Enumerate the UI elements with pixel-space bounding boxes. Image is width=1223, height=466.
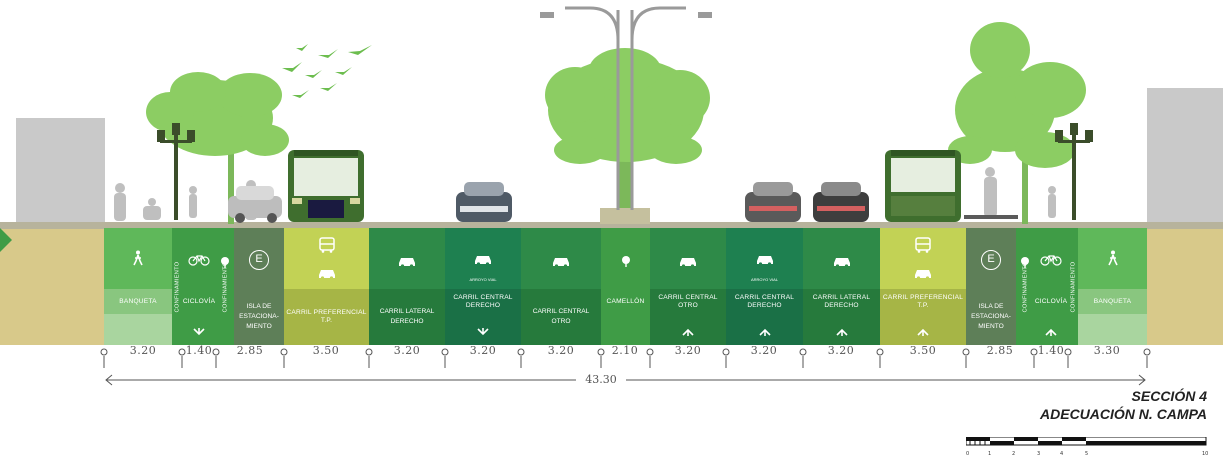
width-central-right-2: 3.20 — [750, 344, 778, 357]
lamp-post-left-icon — [157, 123, 195, 220]
bus-right-icon — [885, 150, 961, 222]
width-carril-tp-right: 3.50 — [909, 344, 937, 357]
car-icon — [833, 258, 850, 268]
width-carril-tp-left: 3.50 — [312, 344, 340, 357]
car-icon — [680, 258, 696, 268]
car-icon — [915, 270, 931, 280]
section-title: SECCIÓN 4 — [1131, 388, 1207, 404]
width-central-left-1: 3.20 — [469, 344, 497, 357]
scale-label-4: 4 — [1060, 451, 1064, 457]
lane-lateral-left: CARRIL LATERAL DERECHO — [369, 228, 445, 345]
lane-banqueta-left: BANQUETA — [104, 228, 172, 345]
width-ciclovia-right: 1.40 — [1037, 344, 1065, 357]
bus-icon — [915, 237, 931, 253]
bicycle-icon — [188, 255, 210, 266]
width-central-right-1: 3.20 — [674, 344, 702, 357]
scale-label-0: 0 — [966, 451, 970, 457]
scale-label-5: 5 — [1085, 451, 1089, 457]
lane-isla-left: ISLA DE ESTACIONA- MIENTO E — [234, 228, 284, 345]
arrow-down-icon — [477, 328, 489, 336]
confinamiento-right-1: CONFINAMIENTO — [1016, 228, 1034, 345]
tree-left-icon — [146, 72, 289, 224]
section-subtitle: ADECUACIÓN N. CAMPA — [1040, 406, 1207, 422]
bench-right-icon — [964, 215, 1018, 219]
confinamiento-left-1: CONFINAMIENTO — [172, 228, 182, 345]
width-banqueta-left: 3.20 — [129, 344, 157, 357]
road-surface — [0, 222, 1223, 229]
car-lateral-right-icon — [813, 182, 869, 222]
pedestrian-right-icon — [984, 167, 1056, 218]
tree-small-icon — [621, 256, 630, 267]
arroyo-vial-label: ARROYO VIAL — [750, 277, 779, 282]
lane-central-right-2: CARRIL CENTRAL DERECHO ARROYO VIAL — [726, 228, 803, 345]
tree-small-icon — [1021, 257, 1029, 268]
width-isla-right: 2.85 — [986, 344, 1014, 357]
arrow-up-icon — [835, 328, 848, 336]
width-central-left-2: 3.20 — [547, 344, 575, 357]
section-pointer-icon — [0, 228, 12, 252]
lane-carril-tp-left: CARRIL PREFERENCIAL T.P. — [284, 228, 369, 345]
width-lateral-left: 3.20 — [393, 344, 421, 357]
parking-e-icon: E — [249, 250, 269, 270]
lane-carril-tp-right: CARRIL PREFERENCIAL T.P. — [880, 228, 966, 345]
lane-label: BANQUETA — [104, 289, 172, 314]
car-icon — [756, 256, 773, 266]
lane-lateral-right: CARRIL LATERAL DERECHO — [803, 228, 880, 345]
car-icon — [399, 258, 415, 268]
car-icon — [475, 256, 491, 266]
lane-central-left-1: CARRIL CENTRAL DERECHO ARROYO VIAL — [445, 228, 521, 345]
arrow-up-icon — [758, 328, 771, 336]
car-center-right-icon — [745, 182, 801, 222]
arrow-up-icon — [682, 328, 694, 336]
tree-center-icon — [545, 48, 710, 212]
pedestrian-icon — [133, 250, 143, 266]
arrow-up-icon — [1045, 328, 1057, 336]
lane-isla-right: ISLA DE ESTACIONA- MIENTO E — [966, 228, 1016, 345]
bicycle-icon — [1040, 255, 1062, 266]
scale-label-1: 1 — [988, 451, 992, 457]
total-width: 43.30 — [576, 373, 626, 386]
lane-ciclovia-right: CICLOVÍA — [1034, 228, 1068, 345]
bus-icon — [318, 237, 335, 253]
lane-ciclovia-left: CICLOVÍA — [182, 228, 216, 345]
car-icon — [553, 258, 569, 268]
lamp-post-right-icon — [1055, 123, 1093, 220]
width-isla-left: 2.85 — [236, 344, 264, 357]
scale-bar — [966, 437, 1207, 446]
birds-icon — [282, 44, 372, 98]
bus-left-icon — [288, 150, 364, 222]
scale-label-2: 2 — [1012, 451, 1016, 457]
confinamiento-right-2: CONFINAMIENTO — [1068, 228, 1078, 345]
building-right — [1147, 88, 1223, 222]
building-left — [16, 118, 105, 222]
lane-central-left-2: CARRIL CENTRAL OTRO — [521, 228, 601, 345]
tree-small-icon — [221, 257, 229, 268]
width-camellon: 2.10 — [611, 344, 639, 357]
lane-banqueta-right: BANQUETA — [1078, 228, 1147, 345]
width-banqueta-right: 3.30 — [1093, 344, 1121, 357]
lane-camellon: CAMELLÓN — [601, 228, 650, 345]
scale-label-3: 3 — [1037, 451, 1041, 457]
arroyo-vial-label: ARROYO VIAL — [469, 277, 497, 282]
confinamiento-left-2: CONFINAMIENTO — [216, 228, 234, 345]
street-lamp-icon — [565, 6, 686, 210]
pedestrian-icon — [1107, 250, 1118, 266]
parked-car-left-icon — [228, 186, 282, 223]
tree-right-icon — [948, 22, 1086, 224]
car-icon — [318, 270, 335, 280]
width-lateral-right: 3.20 — [827, 344, 855, 357]
lane-central-right-1: CARRIL CENTRAL OTRO — [650, 228, 726, 345]
width-ciclovia-left: 1.40 — [185, 344, 213, 357]
scale-label-10: 10 — [1202, 451, 1209, 457]
arrow-down-icon — [193, 328, 205, 336]
arrow-up-icon — [917, 328, 929, 336]
pedestrians-left-icon — [114, 183, 197, 221]
car-center-left-icon — [456, 182, 512, 222]
parking-e-icon: E — [981, 250, 1001, 270]
median-planter — [600, 208, 650, 224]
